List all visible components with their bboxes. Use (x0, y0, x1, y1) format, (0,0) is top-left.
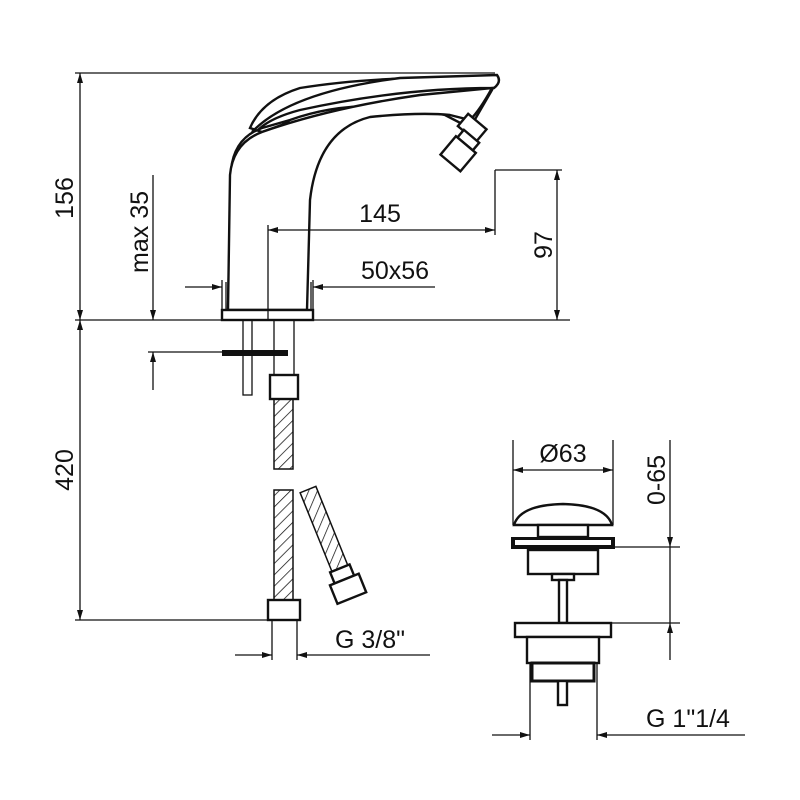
label-drain-range: 0-65 (643, 455, 671, 505)
hose-lower (273, 489, 294, 601)
faucet-body (226, 86, 495, 312)
label-height-total: 156 (51, 177, 79, 219)
hose-upper (273, 398, 294, 470)
drain-dimension-lines (492, 440, 745, 740)
faucet-lever (251, 73, 501, 134)
label-deck-max: max 35 (126, 191, 154, 273)
label-drain-diameter: Ø63 (539, 440, 586, 468)
dimension-lines (75, 72, 570, 660)
aerator (438, 112, 489, 174)
label-spout-height: 97 (530, 231, 558, 259)
threaded-rod (242, 319, 253, 396)
label-hose-length: 420 (51, 449, 79, 491)
faucet (220, 73, 501, 622)
hose-end-nut (266, 598, 302, 622)
drain-cap (512, 502, 614, 527)
drain-waste (511, 502, 615, 707)
label-spout-reach: 145 (359, 200, 401, 228)
hose-nut (268, 373, 300, 401)
label-hose-thread: G 3/8" (335, 626, 405, 654)
washer (222, 350, 288, 356)
label-drain-thread: G 1"1/4 (646, 705, 730, 733)
spare-hose (299, 485, 368, 606)
label-base-size: 50x56 (361, 257, 429, 285)
